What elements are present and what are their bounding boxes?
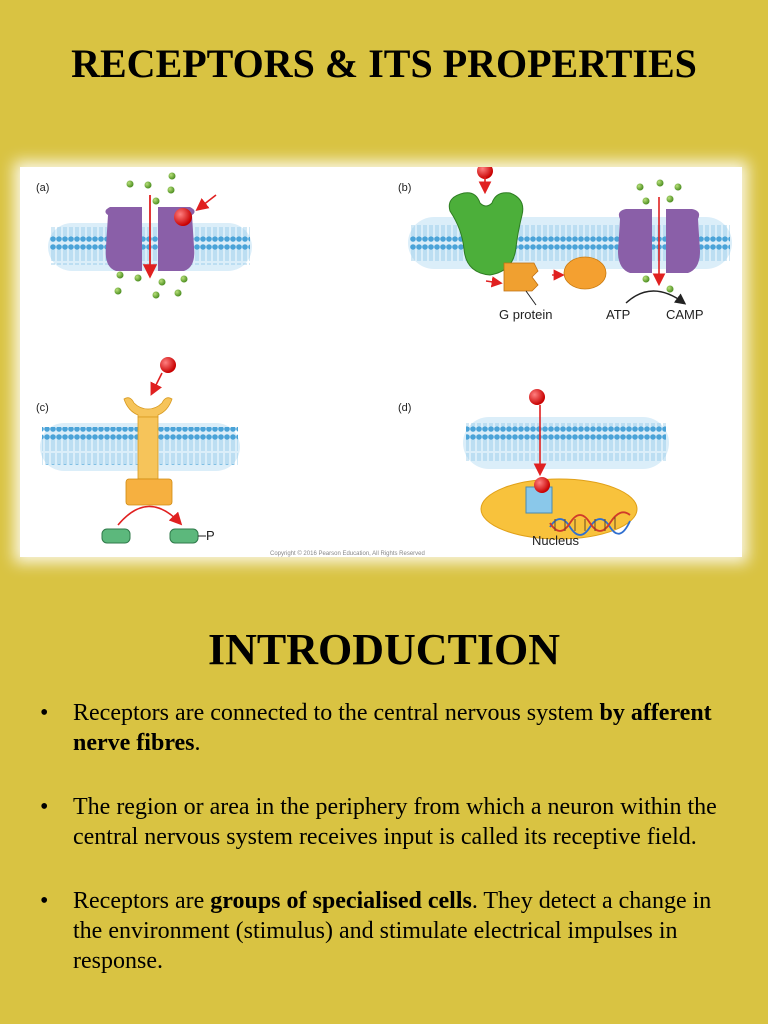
atp-to-camp-arrow xyxy=(625,290,687,305)
nucleus-d xyxy=(480,478,638,540)
bullet-text-part: . They detect a change in the environmen… xyxy=(73,888,712,974)
receptor-binding-site-c xyxy=(123,397,173,418)
phosphorylation-arrow-c xyxy=(117,505,183,526)
receptor-diagram: (a) (b) xyxy=(36,167,732,557)
bullet-text-part: Receptors are connected to the central n… xyxy=(73,700,600,726)
g-protein-shape xyxy=(503,262,539,292)
g-protein-label: G protein xyxy=(499,307,552,322)
ion-channel-left-b xyxy=(618,209,652,273)
panel-b: (b) G protein ATP xyxy=(398,167,732,322)
panel-d: (d) Nucleus xyxy=(398,389,669,548)
ion-channel-right-b xyxy=(666,209,700,273)
ligand-a xyxy=(174,208,192,226)
bullet-text: Receptors are groups of specialised cell… xyxy=(73,888,711,974)
gpcr-receptor-b xyxy=(448,192,524,276)
bullet-text-bold: by afferent nerve fibres xyxy=(73,700,712,756)
bullet-text-part: The region or area in the periphery from… xyxy=(73,794,717,850)
slide-title: RECEPTORS & ITS PROPERTIES xyxy=(71,41,697,86)
phosphate-label: P xyxy=(206,528,215,543)
panel-d-label: (d) xyxy=(398,402,411,414)
bullet-text: Receptors are connected to the central n… xyxy=(73,700,712,756)
g-protein-pointer xyxy=(525,290,537,306)
ion-channel-left-a xyxy=(105,207,142,271)
bullet-text-part: . xyxy=(194,730,201,756)
panel-b-label: (b) xyxy=(398,182,411,194)
camp-label: CAMP xyxy=(666,307,704,322)
receptor-types-figure: (a) (b) xyxy=(20,167,742,557)
ligand-b xyxy=(477,167,493,179)
ligand-c xyxy=(160,357,176,373)
bullet-text: The region or area in the periphery from… xyxy=(73,794,717,850)
substrate-protein-c xyxy=(101,528,131,544)
g-protein-arrow xyxy=(485,276,503,288)
panel-c: (c) P xyxy=(36,357,240,544)
ions-a xyxy=(114,172,188,299)
bullet-list: • Receptors are connected to the central… xyxy=(40,698,740,1010)
ligand-d xyxy=(529,389,545,405)
bullet-item: • The region or area in the periphery fr… xyxy=(40,792,740,852)
membrane-d xyxy=(466,423,666,461)
phosphorylated-protein-c xyxy=(169,528,199,544)
atp-label: ATP xyxy=(606,307,630,322)
bullet-item: • Receptors are groups of specialised ce… xyxy=(40,886,740,976)
bullet-marker: • xyxy=(40,700,49,726)
ligand-arrow-c xyxy=(150,372,163,396)
receptor-kinase-domain-c xyxy=(125,478,173,506)
panel-a: (a) xyxy=(36,172,252,299)
copyright-note: Copyright © 2016 Pearson Education, All … xyxy=(270,550,425,557)
bullet-item: • Receptors are connected to the central… xyxy=(40,698,740,758)
bullet-marker: • xyxy=(40,888,49,914)
panel-a-label: (a) xyxy=(36,182,49,194)
section-heading: INTRODUCTION xyxy=(207,625,561,674)
ligand-arrow-a xyxy=(195,194,217,211)
bullet-text-bold: groups of specialised cells xyxy=(210,888,472,914)
nucleus-label: Nucleus xyxy=(532,533,579,548)
bullet-text-part: Receptors are xyxy=(73,888,211,914)
receptor-transmembrane-c xyxy=(137,416,159,480)
bullet-marker: • xyxy=(40,794,49,820)
panel-c-label: (c) xyxy=(36,402,49,414)
ligand-bound-d xyxy=(534,477,550,493)
ions-b xyxy=(636,179,682,293)
dna-helix-d xyxy=(549,511,631,536)
effector-enzyme-b xyxy=(563,256,607,290)
